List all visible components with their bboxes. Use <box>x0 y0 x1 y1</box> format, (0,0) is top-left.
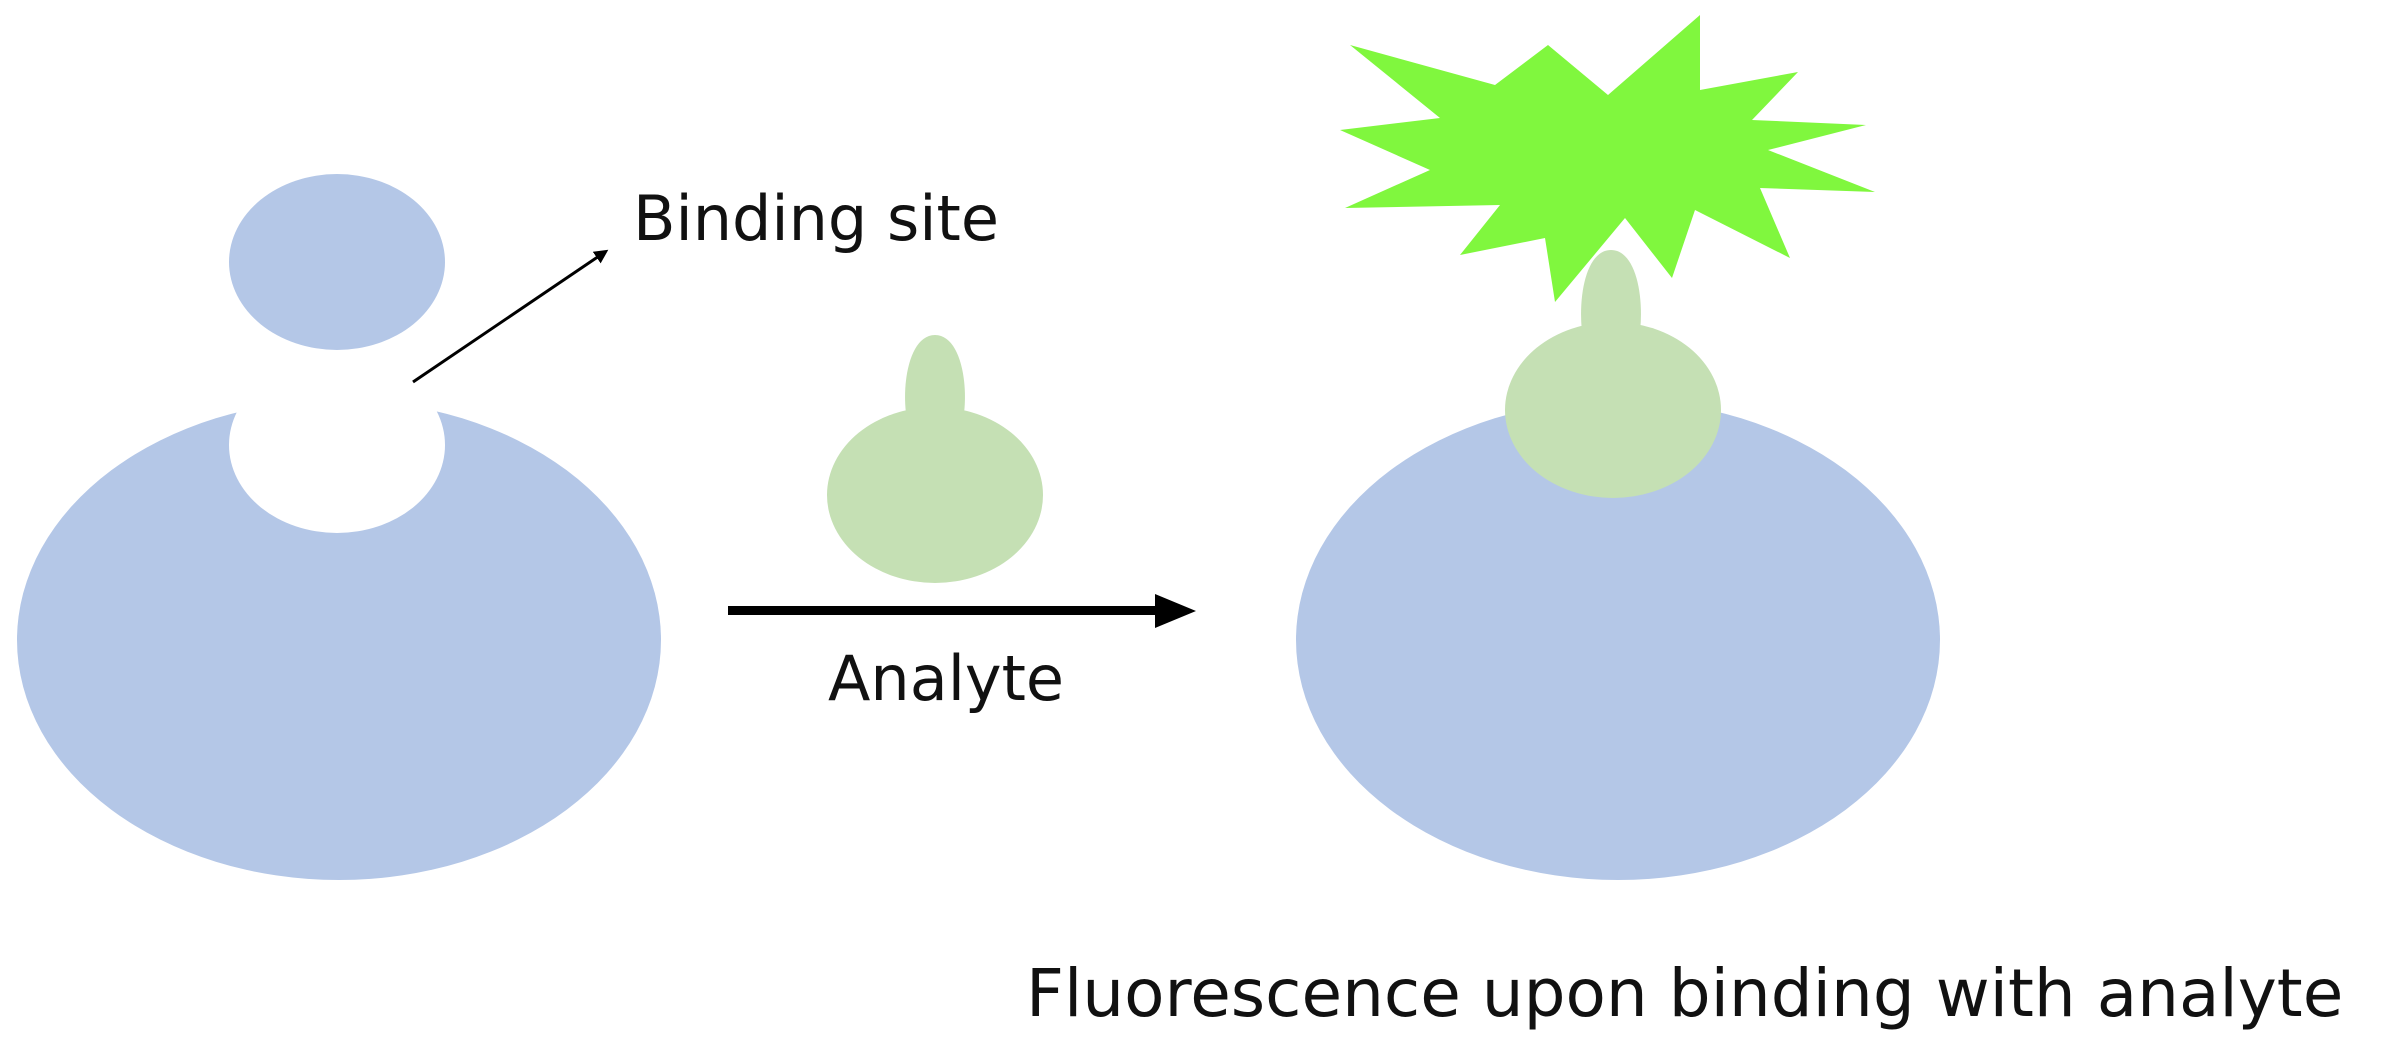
binding-site-pointer-arrow <box>412 249 609 384</box>
analyte-label: Analyte <box>828 642 1064 715</box>
binding-site-cavity <box>229 357 445 533</box>
binding-site-label: Binding site <box>633 182 999 255</box>
bound-analyte-stem <box>1581 250 1641 345</box>
fluorescence-caption: Fluorescence upon binding with analyte <box>1026 955 2343 1032</box>
bound-receptor <box>1296 15 1940 880</box>
analyte-stem <box>905 335 965 425</box>
receptor-body-left <box>17 400 661 880</box>
receptor-body-right <box>1296 400 1940 880</box>
bound-analyte-body <box>1505 322 1721 498</box>
free-analyte <box>827 335 1043 583</box>
reaction-arrow <box>728 594 1196 628</box>
analyte-body <box>827 407 1043 583</box>
binding-site-cap <box>229 174 445 350</box>
fluorescence-burst <box>1340 15 1875 302</box>
unbound-receptor <box>17 174 661 880</box>
